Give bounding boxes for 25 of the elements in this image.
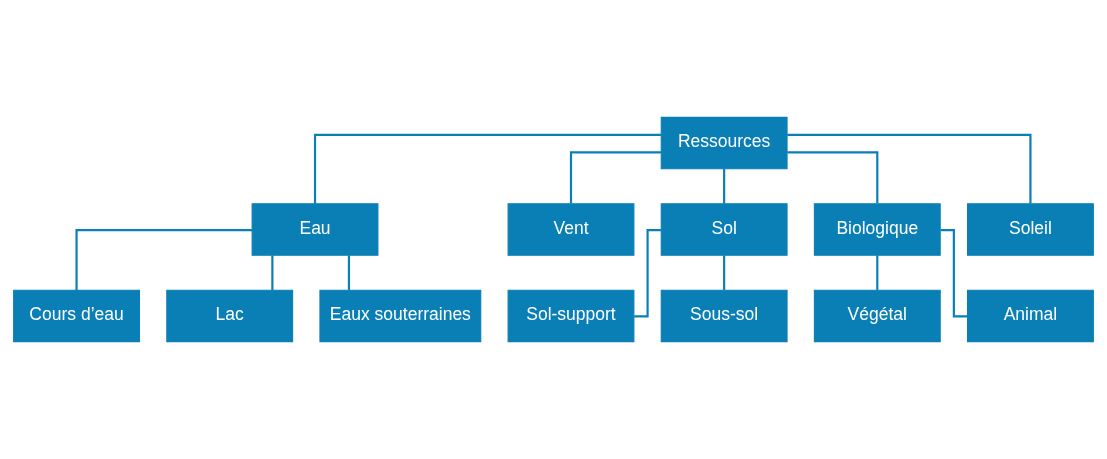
node-box: Sol-support xyxy=(507,289,635,343)
node-box: Biologique xyxy=(813,203,941,256)
connector xyxy=(723,169,726,204)
node-box: Soleil xyxy=(967,203,1094,256)
connector xyxy=(787,151,879,204)
connector xyxy=(271,255,274,290)
node-box: Eau xyxy=(251,203,379,256)
connector xyxy=(876,255,879,290)
node-box: Vent xyxy=(507,203,635,256)
node-box: Eaux souterraines xyxy=(319,289,482,343)
connector xyxy=(569,151,661,204)
connector xyxy=(75,228,253,291)
node-box: Lac xyxy=(166,289,294,343)
connector xyxy=(313,133,662,204)
node-box: Animal xyxy=(967,289,1094,343)
connector xyxy=(634,228,661,318)
node-box: Cours d’eau xyxy=(13,289,140,343)
node-box: Sol xyxy=(660,203,788,256)
connector xyxy=(940,228,968,318)
connector xyxy=(723,255,726,290)
node-box: Végétal xyxy=(813,289,941,343)
connector xyxy=(787,133,1032,204)
node-box: Sous-sol xyxy=(660,289,788,343)
connector xyxy=(347,255,351,290)
node-box: Ressources xyxy=(660,116,788,170)
